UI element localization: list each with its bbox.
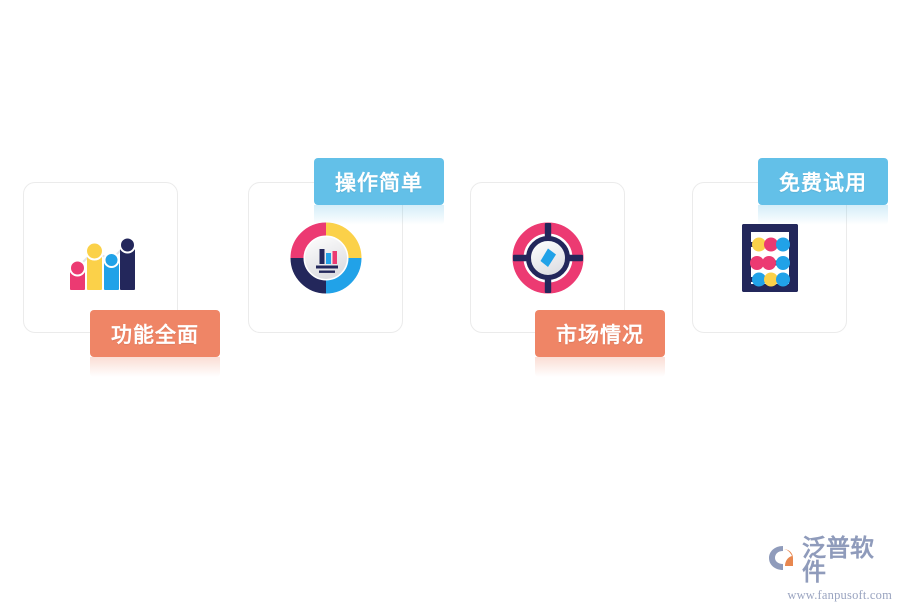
logo-text: 泛普软件 [802,534,874,586]
fanpu-logo-mark-icon [768,544,798,577]
feature-card-4[interactable] [692,182,847,333]
bar-chart-icon [59,216,143,300]
badge-label: 功能全面 [111,323,199,347]
donut-chart-icon [284,216,368,300]
logo-row: 泛普软件 [768,536,892,584]
badge-free-trial[interactable]: 免费试用 [758,158,888,225]
brand-logo[interactable]: 泛普软件 www.fanpusoft.com [768,536,892,602]
feature-card-2[interactable] [248,182,403,333]
logo-url: www.fanpusoft.com [787,588,892,602]
badge-feature-complete[interactable]: 功能全面 [90,310,220,377]
feature-card-3[interactable] [470,182,625,333]
badge-label: 市场情况 [556,323,644,347]
feature-card-1[interactable] [23,182,178,333]
badge-market-situation[interactable]: 市场情况 [535,310,665,377]
target-compass-icon [506,216,590,300]
badge-label: 操作简单 [335,171,423,195]
abacus-icon [728,216,812,300]
badge-easy-operation[interactable]: 操作简单 [314,158,444,225]
badge-label: 免费试用 [779,171,867,195]
